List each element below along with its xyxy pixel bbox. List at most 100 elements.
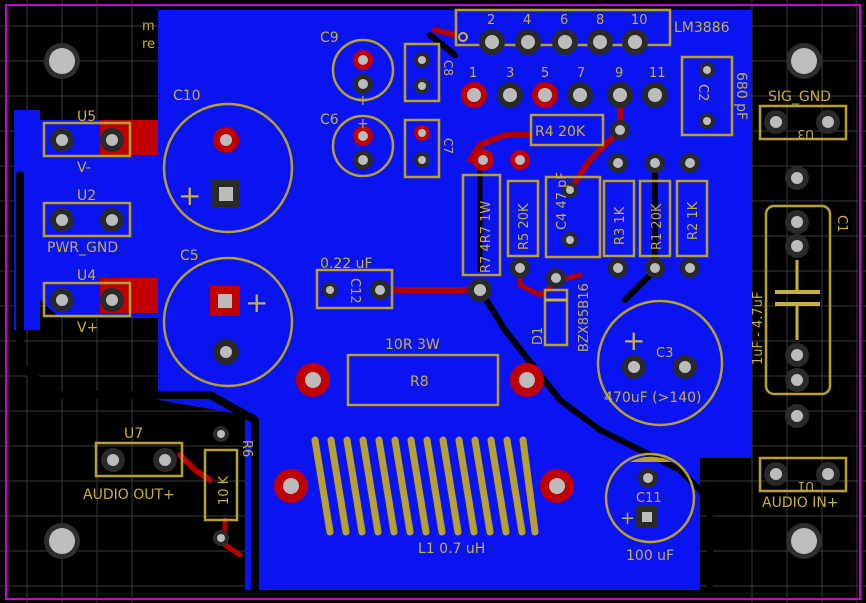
c1-label: C1 (834, 215, 849, 232)
c6-footprint[interactable]: C6 + (320, 112, 395, 178)
c2-value: 680 pF (733, 72, 749, 120)
c11-label: C11 (636, 491, 662, 506)
u5-connector[interactable]: U5 V- (42, 109, 132, 176)
c1-value: 1uF - 4.7uF (751, 292, 766, 365)
c5-label: C5 (180, 248, 199, 264)
c11-footprint[interactable]: C11 + 100 uF (604, 452, 696, 564)
c11-plus: + (620, 508, 635, 529)
c10-plus: + (178, 179, 201, 212)
u2-label: U2 (77, 188, 96, 204)
c5-plus: + (245, 286, 268, 319)
pin-label-11: 11 (649, 66, 666, 81)
lm3886-label: LM3886 (674, 20, 730, 36)
c7-label: C7 (441, 138, 455, 154)
c3-value: 470uF (>140) (604, 390, 701, 406)
r5-label: R5 20K (517, 203, 532, 250)
d1-label: D1 (531, 327, 546, 345)
ground-pour (14, 10, 752, 590)
pin-label-6: 6 (560, 13, 568, 28)
c12-label: C12 (347, 278, 362, 304)
c4-label: C4 47 pF (555, 172, 570, 230)
mounting-hole-tr (786, 43, 822, 79)
c6-label: C6 (320, 112, 339, 128)
u7-connector[interactable]: U7 AUDIO OUT+ (83, 426, 184, 503)
u1-sublabel: AUDIO IN+ (762, 495, 839, 511)
mounting-hole-br (786, 523, 822, 559)
c6-plus: + (357, 116, 369, 132)
board-outline (5, 4, 861, 600)
r8-label: R8 (410, 374, 429, 390)
pin-label-9: 9 (615, 66, 623, 81)
r8-footprint[interactable]: 10R 3W R8 (296, 337, 544, 407)
c2-label: C2 (695, 84, 710, 101)
c4-footprint[interactable]: C4 47 pF (544, 172, 602, 259)
corner-text-1: m (142, 19, 155, 34)
l1-label: L1 0.7 uH (418, 541, 485, 557)
r1-footprint[interactable]: R1 20K (638, 153, 672, 278)
r4-label: R4 20K (535, 124, 586, 140)
r6-footprint[interactable]: R6 10 K (203, 426, 254, 546)
d1-value: BZX85B16 (577, 283, 592, 352)
u2-sublabel: PWR_GND (47, 240, 118, 256)
r2-label: R2 1K (686, 201, 701, 240)
c11-value: 100 uF (626, 548, 674, 564)
r7-footprint[interactable]: R7 4R7 1W (461, 149, 502, 277)
pin-label-2: 2 (487, 13, 495, 28)
c12-footprint[interactable]: 0.22 uF C12 (315, 256, 492, 310)
u7-sublabel: AUDIO OUT+ (83, 487, 175, 503)
mounting-hole-bl (44, 523, 80, 559)
l1-footprint[interactable]: L1 0.7 uH (274, 436, 574, 557)
r3-footprint[interactable]: R3 1K (602, 153, 636, 278)
u7-label: U7 (124, 426, 143, 442)
c8-label: C8 (441, 60, 455, 76)
corner-text-2: re (142, 37, 155, 52)
r6-label: R6 (239, 440, 254, 457)
u5-sublabel: V- (77, 160, 91, 176)
pin-label-3: 3 (506, 66, 514, 81)
u1-label: U1 (798, 479, 814, 493)
lm3886-pins-bottom (461, 82, 668, 108)
u3-label: U3 (798, 127, 814, 141)
lm3886-pins-top (479, 29, 648, 55)
r2-footprint[interactable]: R2 1K (675, 153, 709, 278)
c3-label: C3 (656, 346, 673, 361)
r7-label: R7 4R7 1W (479, 201, 494, 273)
r6-value: 10 K (217, 475, 232, 505)
c12-value: 0.22 uF (320, 256, 373, 272)
pin-label-8: 8 (596, 13, 604, 28)
u3-connector[interactable]: U3 SIG_GND (758, 89, 848, 141)
c10-label: C10 (173, 88, 201, 104)
u4-connector[interactable]: U4 V+ (42, 268, 132, 336)
r3-label: R3 1K (613, 206, 628, 245)
u5-label: U5 (77, 109, 96, 125)
u1-connector[interactable]: U1 AUDIO IN+ (758, 456, 848, 511)
pin-label-7: 7 (577, 66, 585, 81)
c8-footprint[interactable]: C8 (403, 42, 455, 103)
d1-footprint[interactable]: D1 BZX85B16 (531, 268, 592, 352)
c3-footprint[interactable]: + C3 470uF (>140) (596, 299, 724, 427)
u3-sublabel: SIG_GND (768, 89, 831, 105)
lm3886-footprint[interactable]: LM3886 2 4 6 8 10 1 3 5 7 9 11 (454, 8, 730, 108)
c1-footprint[interactable]: C1 1uF - 4.7uF (751, 166, 849, 428)
c9-footprint[interactable]: C9 + (320, 30, 395, 109)
r8-value: 10R 3W (385, 337, 440, 353)
r5-footprint[interactable]: R5 20K (506, 150, 540, 278)
u4-label: U4 (77, 268, 96, 284)
c7-footprint[interactable]: C7 (403, 118, 455, 179)
c10-footprint[interactable]: C10 + (162, 88, 294, 234)
u4-sublabel: V+ (77, 320, 98, 336)
pin-label-5: 5 (541, 66, 549, 81)
c9-plus: + (357, 93, 369, 109)
c9-label: C9 (320, 30, 339, 46)
c2-footprint[interactable]: C2 680 pF (680, 55, 749, 137)
mounting-hole-tl (44, 43, 80, 79)
r1-label: R1 20K (650, 203, 665, 250)
c5-footprint[interactable]: C5 + (162, 248, 294, 388)
pin-label-4: 4 (523, 13, 531, 28)
pin-label-10: 10 (631, 13, 648, 28)
pin-label-1: 1 (469, 66, 477, 81)
u2-connector[interactable]: U2 PWR_GND (42, 188, 132, 256)
r4-footprint[interactable]: R4 20K (529, 113, 630, 147)
c3-plus: + (622, 324, 645, 357)
